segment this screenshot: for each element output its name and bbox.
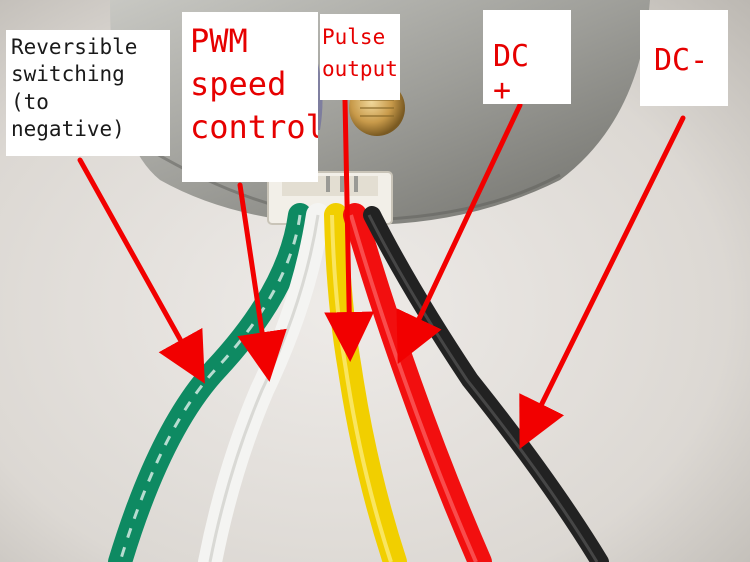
label-dc-plus: DC + xyxy=(483,10,571,104)
label-reversible-switching: Reversible switching (to negative) xyxy=(6,30,170,156)
label-dc-minus-text: DC- xyxy=(654,43,709,78)
arrow-pwm xyxy=(237,182,287,382)
arrow-dc-minus xyxy=(519,115,686,449)
label-pwm-speed-control: PWM speed control xyxy=(182,12,318,182)
wires xyxy=(108,203,609,562)
label-dc-minus: DC- xyxy=(640,10,728,106)
arrow-dc-plus xyxy=(396,102,523,365)
label-pulse-output-text: Pulse output xyxy=(322,25,398,81)
arrow-pulse xyxy=(324,97,375,362)
black-wire xyxy=(363,206,609,562)
arrow-reversible xyxy=(77,157,205,384)
yellow-wire xyxy=(324,203,407,562)
label-reversible-switching-text: Reversible switching (to negative) xyxy=(11,35,138,141)
label-pulse-output: Pulse output xyxy=(320,14,400,100)
green-wire xyxy=(108,203,312,562)
red-wire xyxy=(343,203,492,562)
annotation-arrows xyxy=(77,97,686,449)
label-pwm-speed-control-text: PWM speed control xyxy=(190,22,318,147)
label-dc-plus-text: DC + xyxy=(493,39,530,104)
